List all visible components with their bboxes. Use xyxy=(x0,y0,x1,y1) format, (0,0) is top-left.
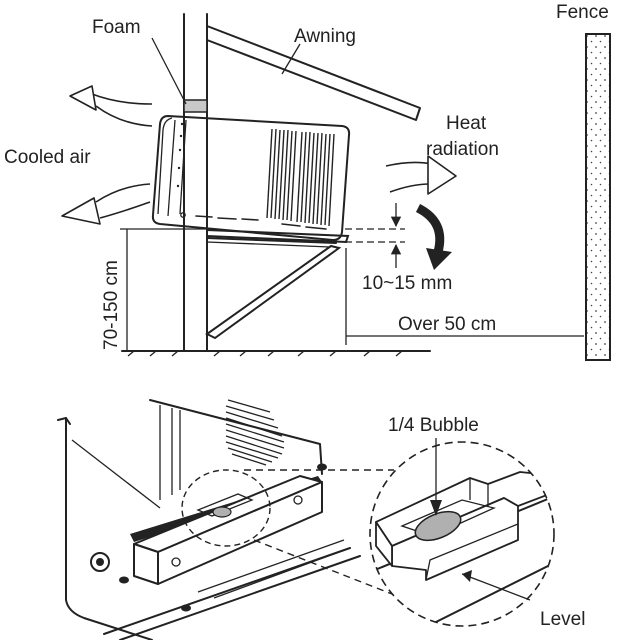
bubble-pointer xyxy=(430,438,442,516)
bubble-zoomed xyxy=(414,510,462,542)
heat-radiation-label-line1: Heat xyxy=(446,113,487,134)
level-screw-right xyxy=(293,495,303,505)
bubble-label: 1/4 Bubble xyxy=(388,415,479,436)
fence-label: Fence xyxy=(556,2,609,23)
air-conditioner-unit xyxy=(151,115,351,241)
tilt-label: 10~15 mm xyxy=(362,273,452,294)
level-reference-lines xyxy=(345,228,405,243)
cooled-air-label: Cooled air xyxy=(4,147,91,168)
ground xyxy=(121,350,431,357)
unit-bottom-view xyxy=(57,399,361,640)
height-dimension xyxy=(120,228,207,351)
distance-dimension xyxy=(345,248,584,345)
bottom-slots xyxy=(195,215,327,230)
distance-label: Over 50 cm xyxy=(398,314,496,335)
tilt-rotation-arrow xyxy=(415,203,452,270)
bubble-small xyxy=(212,506,232,518)
foam-seal xyxy=(183,99,208,113)
heat-radiation-label-line2: radiation xyxy=(426,139,499,160)
height-label: 70-150 cm xyxy=(101,260,122,350)
zoom-detail xyxy=(369,441,555,627)
leveling-detail: 1/4 Bubble Level xyxy=(57,399,585,640)
awning-leader xyxy=(281,43,301,75)
level-screw-left xyxy=(171,557,181,567)
level-label: Level xyxy=(540,609,585,630)
fence xyxy=(585,33,611,361)
spirit-level-small xyxy=(133,475,323,585)
cooled-air-arrow-lower xyxy=(61,183,151,225)
zoom-connectors xyxy=(244,469,394,595)
front-dots xyxy=(176,122,184,188)
cooled-air-arrow-upper xyxy=(69,85,153,127)
foam-label: Foam xyxy=(92,17,141,38)
support-bracket xyxy=(205,228,350,340)
foam-leader xyxy=(151,37,187,105)
side-louvers-left xyxy=(266,128,297,222)
zoom-circle-outline xyxy=(369,441,555,627)
side-louvers-right xyxy=(296,131,335,227)
level-pointer xyxy=(461,570,531,601)
focus-circle xyxy=(181,469,271,547)
awning xyxy=(206,25,421,121)
wall xyxy=(183,13,208,352)
vent-grille xyxy=(225,399,285,466)
awning-label: Awning xyxy=(294,26,356,47)
installation-scene: Foam Awning Fence Cooled air Heat radiat… xyxy=(4,2,611,361)
heat-radiation-arrow xyxy=(385,155,457,195)
